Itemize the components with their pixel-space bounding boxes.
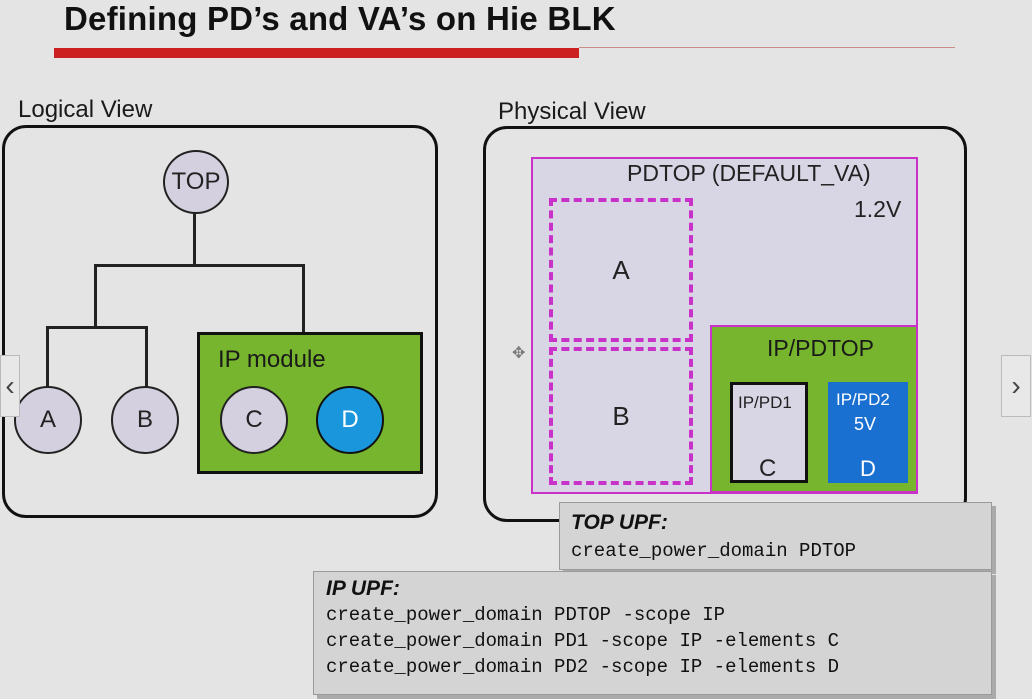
- wire-level1-horizontal: [94, 264, 305, 267]
- ip-pd2-cell: D: [860, 456, 876, 481]
- wire-top-down: [193, 212, 196, 266]
- ip-pd1-label: IP/PD1: [738, 393, 792, 412]
- ip-pd2-voltage: 5V: [854, 414, 877, 434]
- logical-view-frame: [2, 125, 438, 518]
- next-slide-button[interactable]: ›: [1001, 355, 1031, 417]
- wire-right-branch: [302, 264, 305, 334]
- pdtop-voltage: 1.2V: [854, 196, 902, 222]
- top-upf-line-1: create_power_domain PDTOP: [571, 540, 857, 562]
- ip-module-label: IP module: [218, 346, 326, 373]
- wire-left-branch: [94, 264, 97, 328]
- block-a: A: [549, 198, 693, 342]
- ip-upf-line-1: create_power_domain PDTOP -scope IP: [326, 604, 726, 626]
- ip-upf-box: [313, 571, 992, 695]
- ip-pd2-domain: [828, 382, 908, 483]
- top-upf-box: [559, 502, 992, 570]
- block-a-label: A: [612, 254, 630, 285]
- pdtop-label: PDTOP (DEFAULT_VA): [627, 160, 871, 186]
- wire-to-a: [46, 326, 49, 388]
- ip-pdtop-label: IP/PDTOP: [767, 335, 874, 361]
- block-b-label: B: [612, 400, 630, 431]
- ip-pd1-domain: [730, 382, 808, 483]
- prev-slide-button[interactable]: ‹: [0, 355, 20, 417]
- title-rule: [579, 47, 955, 48]
- wire-ab-horizontal: [46, 326, 148, 329]
- title-underline-bar: [54, 48, 579, 58]
- ip-upf-heading: IP UPF:: [326, 577, 400, 600]
- logical-node-c: C: [220, 386, 288, 454]
- logical-node-a: A: [14, 386, 82, 454]
- physical-view-label: Physical View: [498, 98, 646, 125]
- slide-title: Defining PD’s and VA’s on Hie BLK: [64, 0, 616, 37]
- logical-view-label: Logical View: [18, 96, 153, 123]
- block-b: B: [549, 347, 693, 485]
- move-cursor-icon: ✥: [512, 345, 526, 362]
- ip-upf-line-2: create_power_domain PD1 -scope IP -eleme…: [326, 630, 840, 652]
- logical-node-top: TOP: [163, 150, 229, 214]
- ip-pd1-cell: C: [759, 455, 777, 482]
- wire-to-b: [145, 326, 148, 388]
- logical-node-d: D: [316, 386, 384, 454]
- ip-upf-line-3: create_power_domain PD2 -scope IP -eleme…: [326, 656, 840, 678]
- top-upf-heading: TOP UPF:: [571, 511, 668, 534]
- ip-pd2-label: IP/PD2: [836, 390, 890, 409]
- chevron-right-icon: ›: [1011, 370, 1021, 401]
- logical-node-b: B: [111, 386, 179, 454]
- chevron-left-icon: ‹: [5, 370, 15, 401]
